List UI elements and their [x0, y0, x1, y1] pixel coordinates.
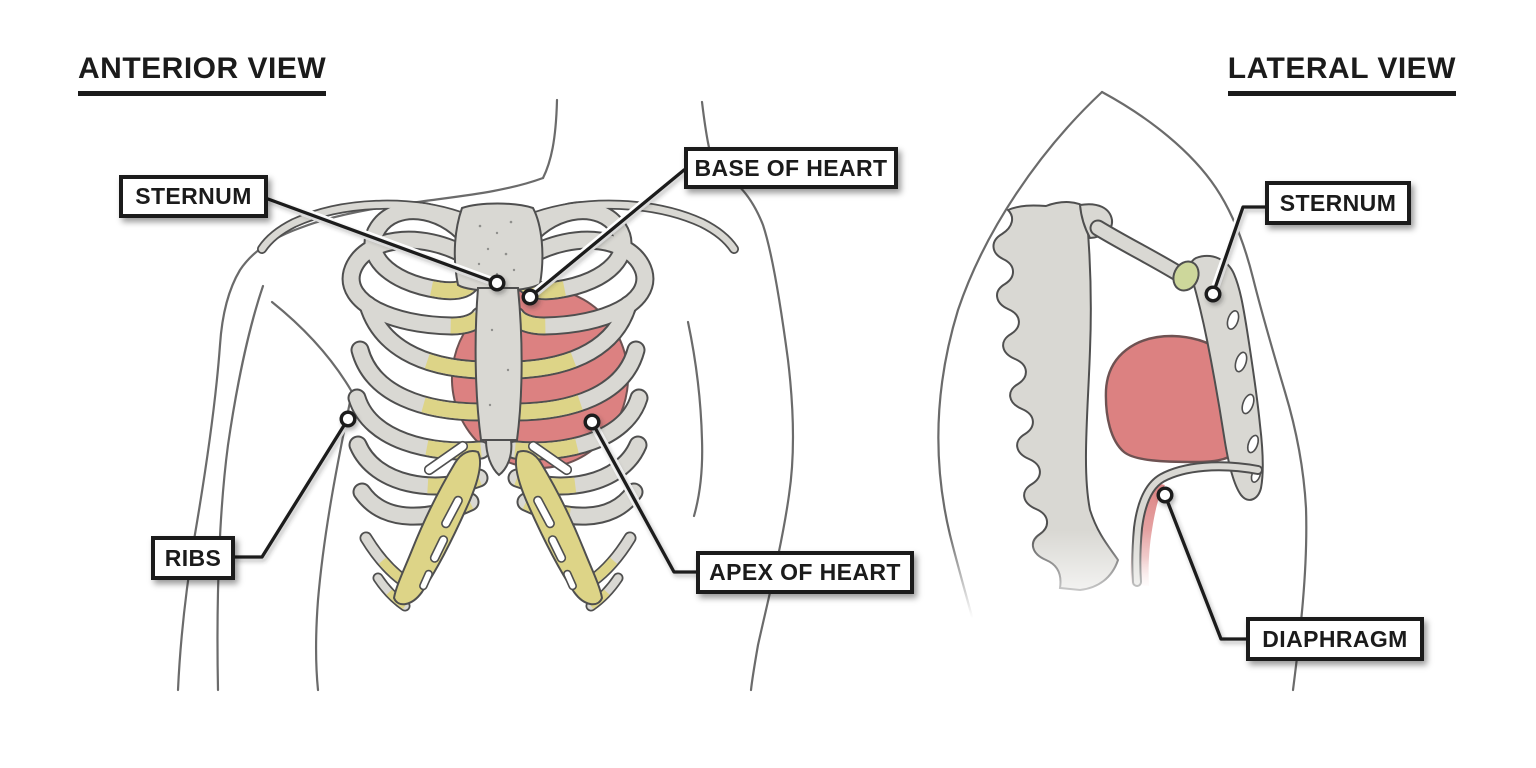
label-sternum-lateral: STERNUM [1265, 181, 1411, 225]
spine [992, 201, 1120, 592]
anterior-sternum-group [453, 202, 544, 477]
first-rib-band [1098, 228, 1184, 277]
torso-crease-right [686, 320, 704, 518]
label-apex-of-heart: APEX OF HEART [696, 551, 914, 594]
bone-speckles [477, 220, 516, 407]
label-ribs: RIBS [151, 536, 235, 580]
leader-apex-of-heart [590, 420, 698, 574]
bottom-fade [928, 530, 1183, 642]
sternum-facet-slots [1226, 310, 1262, 483]
intercostal-slot [441, 495, 463, 529]
costal-arch-left [392, 450, 481, 606]
lateral-view-title: LATERAL VIEW [1227, 52, 1456, 96]
leader-sternum-lateral [1211, 205, 1267, 296]
lateral-figure [928, 90, 1308, 692]
intercostal-slot [533, 495, 555, 529]
torso-side-left [315, 390, 354, 692]
leader-ribs [232, 417, 350, 559]
leader-sternum-anterior [266, 197, 499, 285]
lateral-front-contour [1100, 90, 1308, 692]
anterior-view-title: ANTERIOR VIEW [78, 52, 327, 96]
annotation-leaders [229, 165, 1270, 644]
label-sternum-anterior: STERNUM [119, 175, 268, 218]
marker-diaphragm [1156, 486, 1174, 504]
marker-apex-of-heart [583, 413, 601, 431]
leader-diaphragm [1163, 493, 1248, 641]
label-diaphragm: DIAPHRAGM [1246, 617, 1424, 661]
torso-armpit-left [270, 300, 354, 394]
torso-neck-left [541, 98, 559, 180]
marker-base-of-heart [521, 288, 539, 306]
intercostal-slot [563, 569, 577, 591]
xiphoid-process [484, 439, 513, 477]
cartilage-lateral [1172, 260, 1200, 292]
label-base-of-heart: BASE OF HEART [684, 147, 898, 189]
sternum-lateral [1189, 255, 1264, 501]
sternum-body [474, 287, 523, 441]
costal-arch-right [515, 450, 604, 606]
sternum-slot [1246, 434, 1260, 454]
intercostal-slot [419, 569, 433, 591]
torso-arm-inner-left [216, 284, 265, 692]
intercostal-slot [527, 440, 573, 476]
sternum-slot [1234, 351, 1248, 373]
marker-sternum-lateral [1204, 285, 1222, 303]
costal-margin-arches [392, 440, 604, 606]
torso-shoulder-arm-right [714, 168, 795, 692]
leader-base-of-heart [528, 168, 686, 299]
marker-sternum-anterior [488, 274, 506, 292]
sternum-slot [1226, 310, 1240, 330]
sternum-slot [1241, 393, 1255, 415]
intercostal-slot [547, 535, 567, 563]
intercostal-slot [423, 440, 469, 476]
intercostal-slot [429, 535, 449, 563]
marker-ribs [339, 410, 357, 428]
anterior-figure [176, 98, 795, 692]
